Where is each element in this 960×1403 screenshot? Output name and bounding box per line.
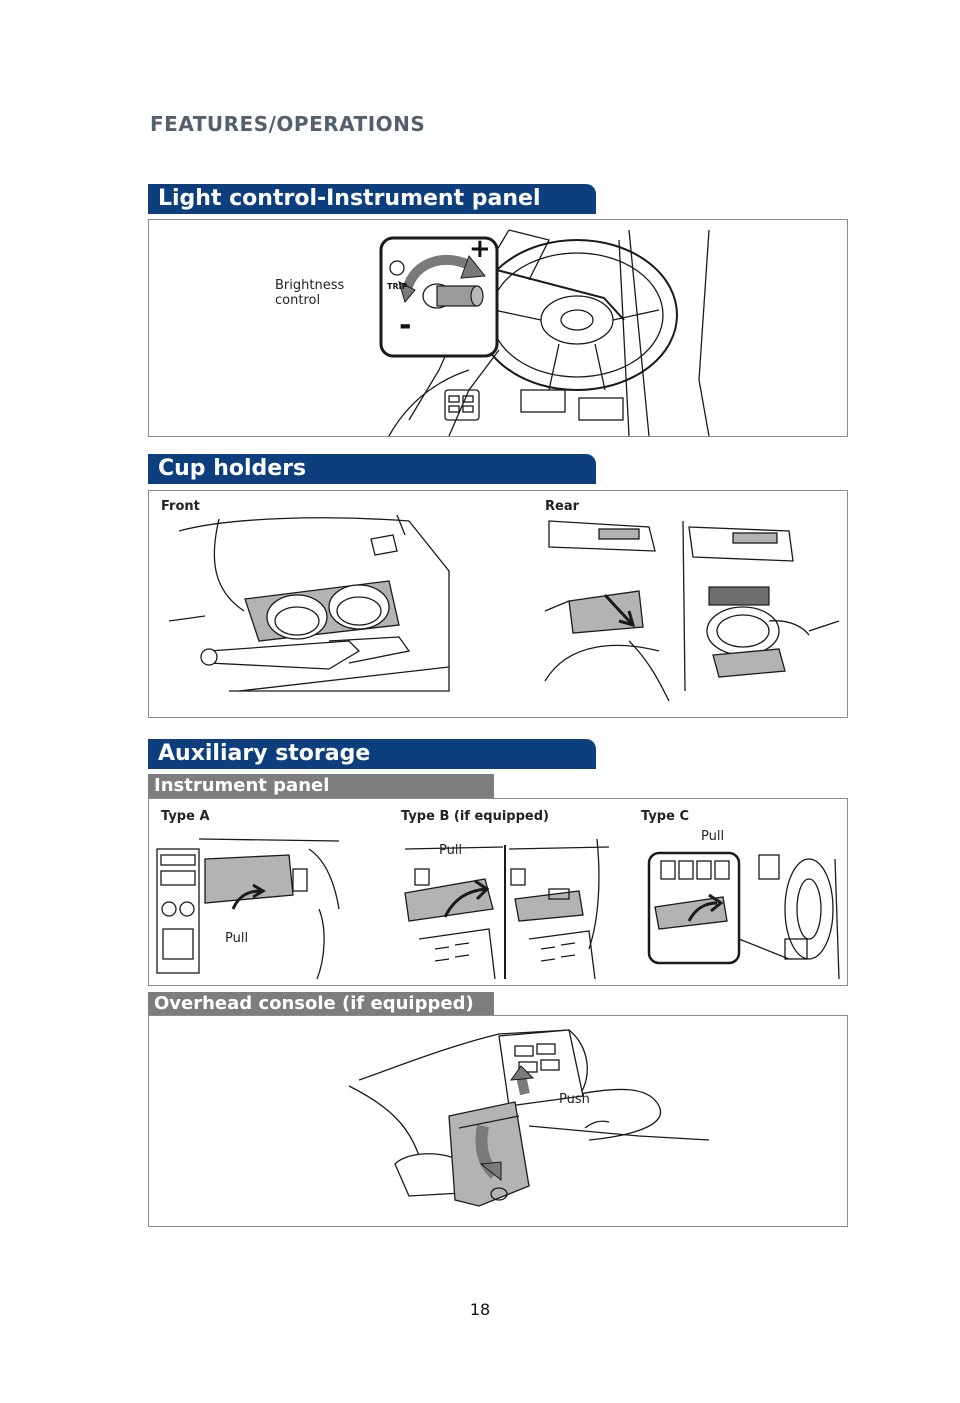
cup-holders-banner: Cup holders [148,454,596,484]
type-c-pull-label: Pull [701,829,725,844]
overhead-console-illustration [348,1029,710,1207]
brightness-callout-line1: Brightness [275,278,345,293]
type-a-pull-label: Pull [225,931,249,946]
page-number: 18 [469,1300,491,1319]
instrument-panel-storage-illustration [156,838,840,980]
instrument-panel-storage-panel: Type A Type B (if equipped) Type C [148,798,848,986]
type-a-label: Type A [161,809,210,824]
brightness-callout-line2: control [275,293,321,308]
light-control-banner: Light control-Instrument panel [148,184,596,214]
push-label: Push [559,1092,590,1107]
trip-knob-label: TRIP [387,282,408,291]
light-control-panel: Brightness control + - TRIP [148,219,848,437]
type-b-pull-label: Pull [439,843,463,858]
front-label: Front [161,499,200,514]
overhead-console-panel: Push [148,1015,848,1227]
overhead-console-subbanner: Overhead console (if equipped) [148,992,494,1016]
light-control-illustration [379,229,710,436]
cup-holders-illustration [168,514,840,702]
rear-label: Rear [545,499,580,514]
instrument-panel-subbanner: Instrument panel [148,774,494,798]
auxiliary-storage-banner: Auxiliary storage [148,739,596,769]
cup-holders-panel: Front Rear [148,490,848,718]
type-b-label: Type B (if equipped) [401,809,549,824]
plus-symbol: + [469,234,491,264]
brightness-callout: Brightness control [275,278,344,308]
minus-symbol: - [399,308,412,343]
section-header: FEATURES/OPERATIONS [150,112,426,136]
type-c-label: Type C [641,809,689,824]
